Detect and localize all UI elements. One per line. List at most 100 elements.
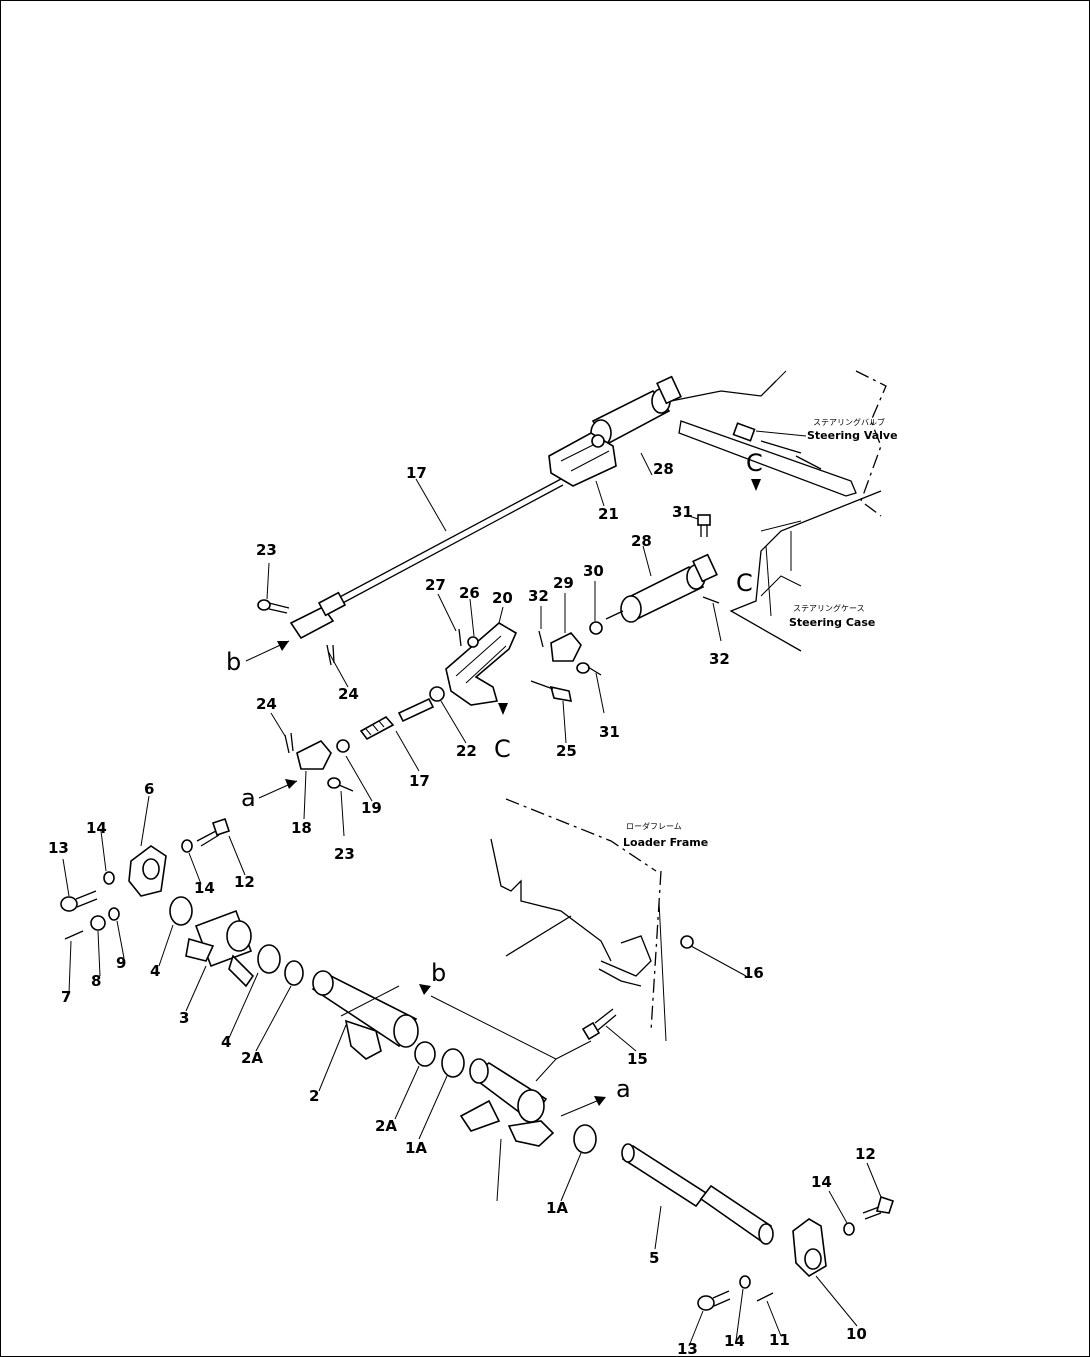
valve-clevis — [732, 422, 756, 442]
component-notes: ステアリングバルブ Steering Valve ステアリングケース Steer… — [623, 417, 898, 849]
note-steering-case-en: Steering Case — [789, 616, 875, 629]
callout-20: 20 — [492, 589, 513, 607]
bolt-12-lower — [862, 1195, 895, 1220]
washer-14-c — [843, 1222, 855, 1236]
cotter-24-upper — [326, 644, 335, 666]
reference-letters: b a b a C C C — [226, 449, 763, 1103]
valve-arm — [678, 420, 857, 497]
block-18 — [296, 740, 332, 770]
callout-4-b: 4 — [221, 1033, 231, 1051]
bushing-1a-a — [441, 1048, 465, 1078]
loader-frame-outline — [490, 798, 667, 1042]
ref-a-lower: a — [616, 1075, 631, 1103]
bell-crank-1 — [459, 1058, 555, 1147]
bracket-6 — [128, 845, 167, 897]
callout-17-lower: 17 — [409, 772, 430, 790]
ref-b-lower: b — [431, 959, 446, 987]
lever-20 — [445, 622, 518, 706]
nut-19 — [336, 739, 350, 753]
callout-23-upper: 23 — [256, 541, 277, 559]
note-loader-frame-en: Loader Frame — [623, 836, 708, 849]
callout-24-upper: 24 — [338, 685, 359, 703]
rod-end-b — [289, 591, 347, 640]
callout-12-upper: 12 — [234, 873, 255, 891]
bushing-4-a — [169, 896, 193, 926]
callout-14-b: 14 — [194, 879, 215, 897]
ref-c-valve: C — [746, 449, 763, 477]
bracket-10 — [792, 1218, 827, 1278]
callout-28-upper: 28 — [653, 460, 674, 478]
nut-16 — [680, 935, 694, 949]
washer-9 — [108, 907, 120, 921]
bolt-31-upper — [697, 514, 711, 537]
callout-7: 7 — [61, 988, 71, 1006]
callout-11: 11 — [769, 1331, 790, 1349]
ref-c-lever: C — [494, 735, 511, 763]
callout-4-a: 4 — [150, 962, 160, 980]
clevis-21 — [548, 432, 617, 487]
callout-29: 29 — [553, 574, 574, 592]
callout-10: 10 — [846, 1325, 867, 1343]
rod-17-lower — [359, 697, 435, 741]
nut-22 — [429, 686, 445, 702]
ref-b-upper: b — [226, 648, 241, 676]
valve-lever — [670, 380, 777, 402]
callout-32-right: 32 — [709, 650, 730, 668]
callout-22: 22 — [456, 742, 477, 760]
shaft-5 — [621, 1143, 774, 1245]
callout-5: 5 — [649, 1249, 659, 1267]
callout-26: 26 — [459, 584, 480, 602]
steering-case-detail — [765, 531, 792, 617]
note-steering-valve-en: Steering Valve — [807, 429, 898, 442]
callout-30: 30 — [583, 562, 604, 580]
callout-2A-b: 2A — [375, 1117, 397, 1135]
arrow-markers — [277, 479, 761, 1106]
washer-14-d — [739, 1275, 751, 1289]
bolt-13-lower — [697, 1290, 731, 1311]
callout-25: 25 — [556, 742, 577, 760]
callout-3: 3 — [179, 1009, 189, 1027]
cylinder-28-lower — [605, 553, 718, 623]
callout-18: 18 — [291, 819, 312, 837]
ref-c-case: C — [736, 569, 753, 597]
steering-valve-outline — [855, 370, 887, 517]
cylinder-28-upper — [590, 375, 682, 447]
pin-26 — [467, 636, 479, 648]
steering-case-ledge — [760, 575, 802, 597]
cotter-27 — [458, 628, 462, 647]
note-steering-case-jp: ステアリングケース — [793, 603, 865, 613]
callout-32-left: 32 — [528, 587, 549, 605]
callout-2: 2 — [309, 1087, 319, 1105]
ref-a-upper: a — [241, 784, 256, 812]
leader-lines-lower — [62, 795, 882, 1347]
callout-31-lower: 31 — [599, 723, 620, 741]
callouts: 17 28 21 31 28 23 27 26 20 32 29 30 32 2… — [48, 460, 876, 1356]
callout-6: 6 — [144, 780, 154, 798]
callout-15: 15 — [627, 1050, 648, 1068]
callout-1A-a: 1A — [405, 1139, 427, 1157]
callout-14-d: 14 — [724, 1332, 745, 1350]
callout-31-upper: 31 — [672, 503, 693, 521]
callout-13-upper: 13 — [48, 839, 69, 857]
cotter-32-right — [702, 596, 720, 604]
leader-lines-upper — [245, 430, 807, 837]
pin-23-lower — [327, 777, 354, 792]
callout-21: 21 — [598, 505, 619, 523]
stud-11 — [756, 1292, 774, 1302]
cotter-24-lower — [284, 732, 294, 754]
rod-17-upper — [335, 478, 562, 600]
washer-14-a — [181, 839, 193, 853]
bolt-13-upper — [60, 890, 98, 912]
pin-31-lower — [576, 662, 602, 676]
bushing-2a-a — [284, 960, 304, 986]
callout-2A-a: 2A — [241, 1049, 263, 1067]
note-steering-valve-jp: ステアリングバルブ — [813, 417, 885, 427]
pin-25 — [530, 680, 573, 702]
callout-1A-b: 1A — [546, 1199, 568, 1217]
steering-case-outline — [729, 490, 882, 652]
lever-tube-3 — [185, 909, 255, 988]
callout-24-lower: 24 — [256, 695, 277, 713]
callout-17-upper: 17 — [406, 464, 427, 482]
